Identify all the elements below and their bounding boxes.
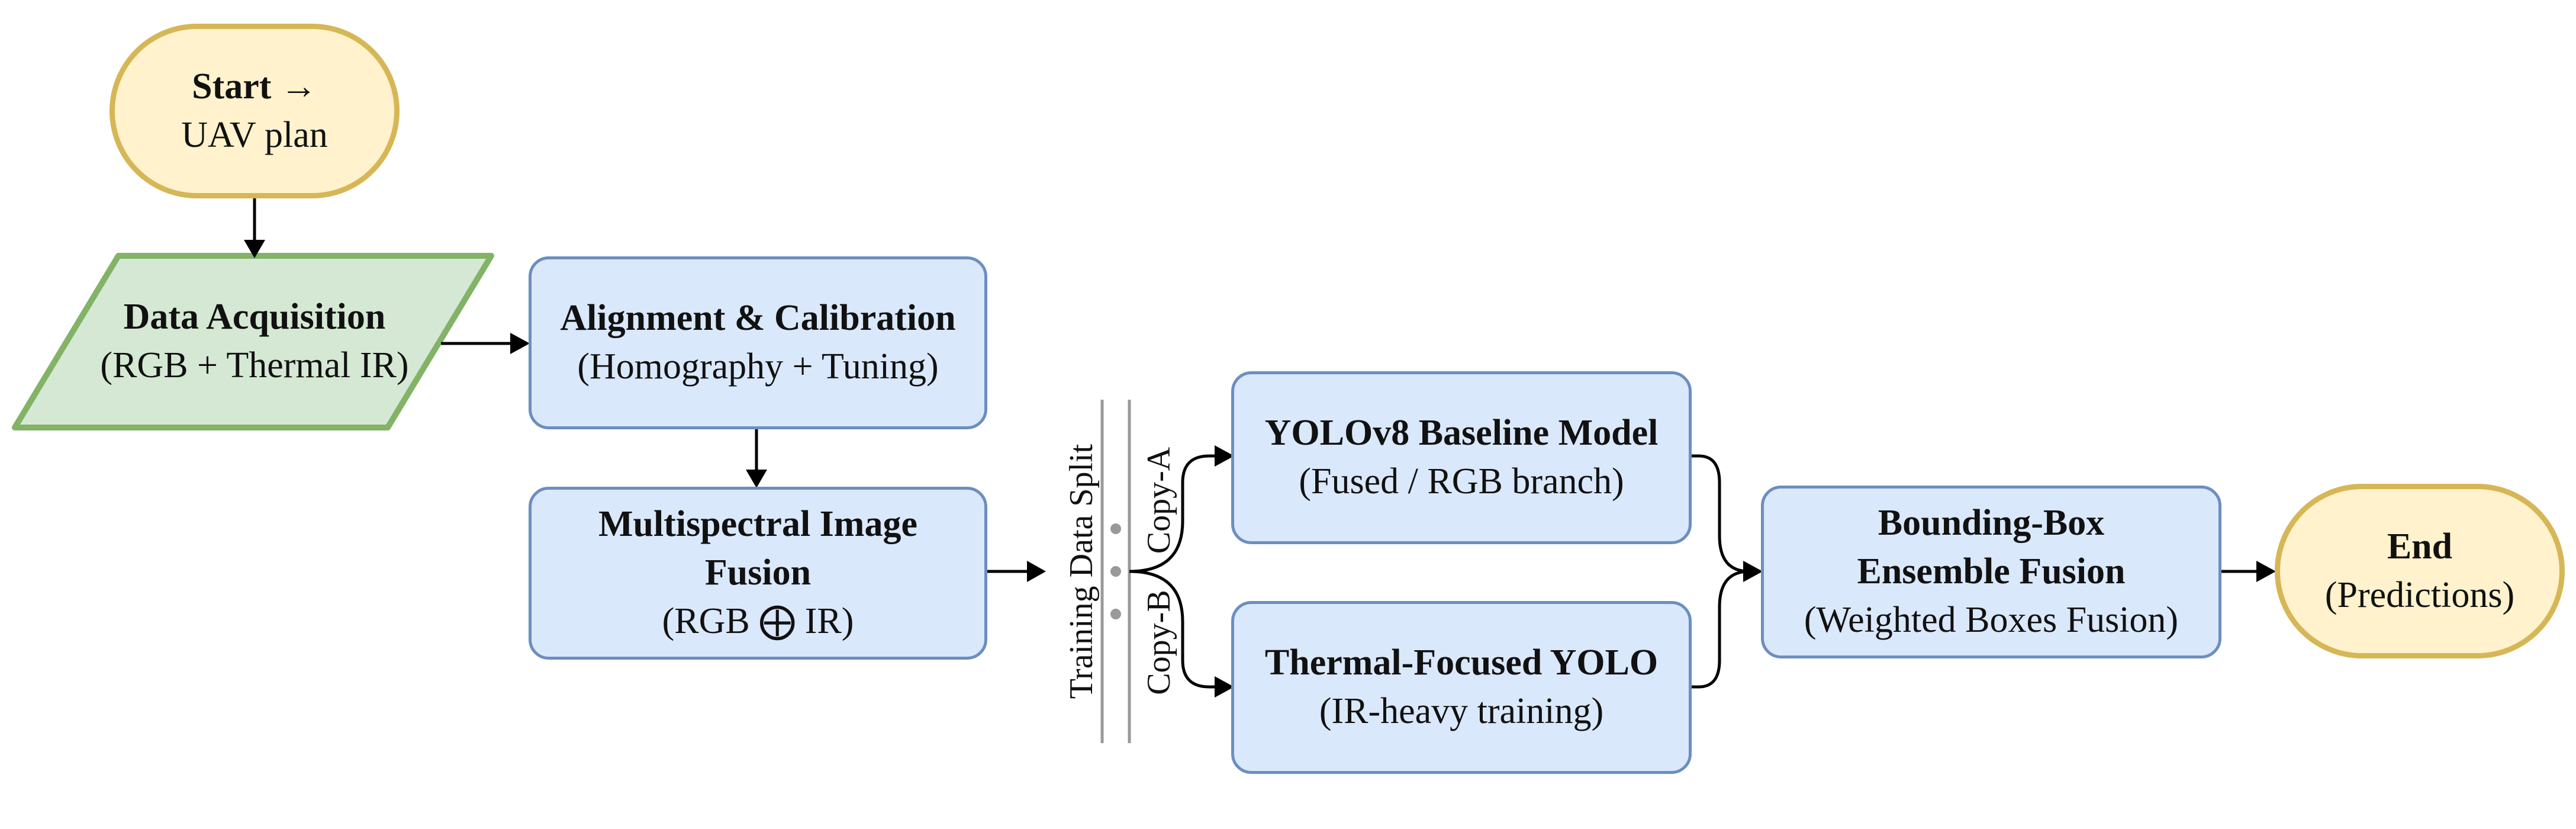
end-subtitle: (Predictions)	[2324, 574, 2515, 615]
training-split-label: Training Data Split	[1063, 444, 1100, 699]
baseline-title: YOLOv8 Baseline Model	[1264, 413, 1659, 454]
baseline-model-node: YOLOv8 Baseline Model (Fused / RGB branc…	[1231, 371, 1692, 544]
start-title: Start →	[192, 66, 317, 107]
split-dot	[1110, 566, 1121, 577]
ensemble-title-line1: Bounding-Box	[1878, 503, 2105, 544]
copy-b-label: Copy-B	[1141, 590, 1177, 695]
alignment-title: Alignment & Calibration	[560, 298, 956, 339]
fusion-title-line2: Fusion	[704, 552, 812, 593]
data-acquisition-title: Data Acquisition	[123, 297, 386, 338]
arrowhead	[244, 240, 265, 258]
arrow-baseline-to-ensemble	[1690, 454, 1750, 573]
fusion-node: Multispectral Image Fusion (RGB ⨁ IR)	[529, 487, 987, 660]
fusion-title-line1: Multispectral Image	[598, 504, 917, 545]
alignment-subtitle: (Homography + Tuning)	[577, 346, 939, 387]
arrowhead	[510, 333, 530, 354]
arrow-split-to-thermal	[1129, 570, 1216, 689]
split-dot	[1110, 609, 1121, 619]
arrowhead	[1215, 445, 1234, 467]
start-subtitle: UAV plan	[181, 114, 328, 155]
arrow-split-to-baseline	[1129, 454, 1216, 573]
arrowhead	[1743, 561, 1763, 582]
data-acquisition-shape	[12, 253, 494, 430]
copy-a-label: Copy-A	[1141, 446, 1177, 554]
fusion-subtitle: (RGB ⨁ IR)	[662, 600, 854, 641]
end-title: End	[2387, 526, 2453, 567]
arrow-thermal-to-ensemble	[1690, 570, 1750, 689]
data-acquisition-node: Data Acquisition (RGB + Thermal IR)	[65, 256, 444, 428]
arrowhead	[2256, 561, 2276, 582]
arrowhead	[1027, 561, 1046, 582]
ensemble-node: Bounding-Box Ensemble Fusion (Weighted B…	[1761, 486, 2221, 658]
data-acquisition-subtitle: (RGB + Thermal IR)	[100, 345, 409, 385]
end-node: End (Predictions)	[2275, 484, 2565, 658]
arrowhead	[746, 470, 767, 488]
thermal-title: Thermal-Focused YOLO	[1264, 642, 1659, 683]
split-dot	[1110, 523, 1121, 534]
arrowhead	[1215, 676, 1234, 698]
alignment-node: Alignment & Calibration (Homography + Tu…	[529, 256, 987, 429]
baseline-subtitle: (Fused / RGB branch)	[1299, 461, 1624, 502]
start-node: Start → UAV plan	[110, 24, 400, 198]
thermal-subtitle: (IR-heavy training)	[1319, 691, 1604, 731]
ensemble-subtitle: (Weighted Boxes Fusion)	[1804, 599, 2179, 640]
ensemble-title-line2: Ensemble Fusion	[1857, 551, 2126, 592]
thermal-model-node: Thermal-Focused YOLO (IR-heavy training)	[1231, 601, 1692, 774]
